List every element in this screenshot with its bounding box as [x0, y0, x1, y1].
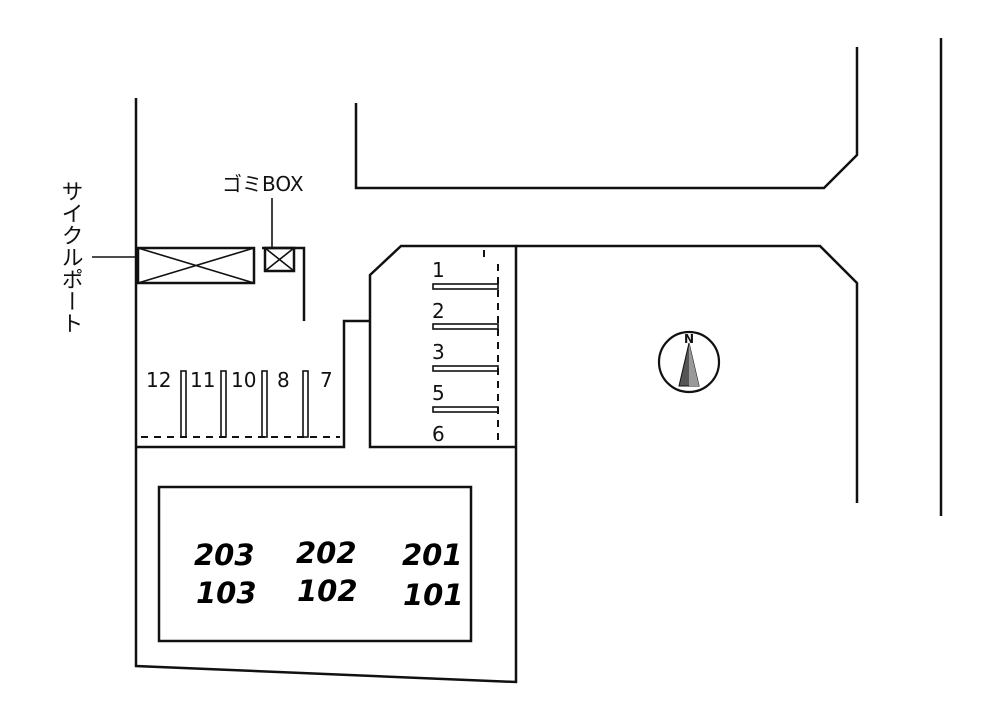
left-parking: 12 11 10 8 7 [141, 368, 340, 438]
parking-space-number: 6 [432, 422, 445, 446]
unit-number: 103 [196, 576, 257, 610]
parking-space-number: 5 [432, 381, 445, 405]
road-edge-north [354, 47, 859, 190]
parking-space-number: 2 [432, 299, 445, 323]
parking-divider [432, 323, 499, 330]
cycle-port: サイクルポート [58, 180, 256, 334]
unit-number: 102 [297, 574, 358, 608]
parking-space-number: 12 [146, 368, 171, 392]
cycle-port-cross [137, 247, 255, 284]
parking-divider [432, 365, 499, 372]
left-parking-boundary [136, 319, 370, 449]
trash-box-cross [264, 247, 295, 272]
road [354, 38, 943, 516]
right-parking: 1 2 3 5 6 [432, 250, 499, 446]
north-arrow-shade [689, 343, 699, 386]
parking-space-number: 7 [320, 368, 333, 392]
unit-number: 201 [402, 538, 463, 572]
parking-divider [302, 370, 309, 438]
parking-divider [180, 370, 187, 438]
cycle-port-box [136, 246, 256, 285]
road-edge-south [516, 244, 859, 503]
compass-circle [657, 330, 721, 394]
parking-divider [432, 406, 499, 413]
north-label: N [684, 332, 694, 346]
cycle-port-label: サイクルポート [58, 180, 83, 334]
boundary-line [134, 98, 518, 684]
unit-number: 202 [296, 536, 357, 570]
unit-number: 101 [403, 578, 464, 612]
trash-area-boundary [262, 246, 306, 321]
parking-space-number: 11 [190, 368, 215, 392]
north-arrow: N [657, 330, 721, 394]
building: 203 202 201 103 102 101 [157, 485, 473, 643]
parking-divider [261, 370, 268, 438]
trash-box-label: ゴミBOX [222, 172, 304, 196]
right-parking-dashed-line [483, 250, 499, 444]
unit-number: 203 [194, 538, 255, 572]
parking-space-number: 3 [432, 340, 445, 364]
building-outline [157, 485, 473, 643]
parking-divider [220, 370, 227, 438]
parking-space-number: 8 [277, 368, 290, 392]
trash-box-rect [263, 246, 296, 273]
parking-space-number: 10 [231, 368, 256, 392]
parking-space-number: 1 [432, 258, 445, 282]
trash-box: ゴミBOX [222, 172, 304, 273]
parking-divider [432, 283, 499, 290]
